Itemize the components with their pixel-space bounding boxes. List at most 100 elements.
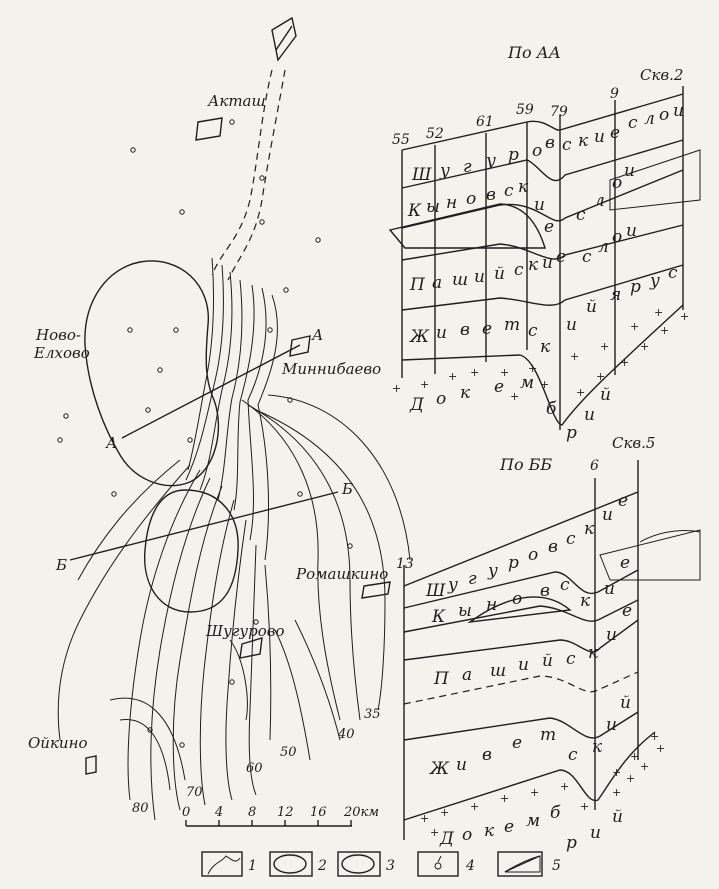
svg-text:и: и <box>624 161 635 181</box>
svg-text:а: а <box>432 273 442 293</box>
svg-text:р: р <box>508 145 519 165</box>
svg-text:Ж: Ж <box>409 327 430 347</box>
svg-text:б: б <box>546 399 557 419</box>
svg-text:и: и <box>456 755 467 775</box>
well-dots <box>57 119 353 748</box>
svg-text:к: к <box>584 519 595 539</box>
svg-text:+: + <box>630 320 639 333</box>
scale-tick: 0 <box>182 805 190 820</box>
svg-text:и: и <box>606 625 617 645</box>
town-novo: Ново- <box>35 326 81 344</box>
svg-text:с: с <box>562 135 572 155</box>
cross-section-bb: По ББ Скв.5 13 6 Ш у г у р о в с к и е <box>396 434 701 853</box>
svg-text:й: й <box>620 693 631 713</box>
section-aa-title: По АА <box>507 43 561 62</box>
svg-text:Д: Д <box>409 395 425 415</box>
section-bb-well: 13 <box>396 556 414 572</box>
svg-text:ы: ы <box>426 197 440 217</box>
svg-text:+: + <box>600 340 609 353</box>
contour-label-40: 40 <box>337 727 355 742</box>
svg-text:+: + <box>448 370 457 383</box>
northern-channel <box>211 16 297 281</box>
svg-text:5: 5 <box>552 858 561 874</box>
svg-text:о: о <box>612 227 622 247</box>
svg-text:л: л <box>644 109 655 129</box>
svg-text:с: с <box>582 247 592 267</box>
svg-text:к: к <box>592 737 603 757</box>
svg-text:2: 2 <box>317 858 327 874</box>
svg-text:+: + <box>528 362 537 375</box>
svg-text:и: и <box>542 253 553 273</box>
svg-text:в: в <box>545 133 555 153</box>
svg-text:П: П <box>409 275 426 295</box>
contour-label-80: 80 <box>132 801 149 816</box>
svg-text:с: с <box>566 649 576 669</box>
section-mark-a-west: А <box>105 434 117 452</box>
svg-text:в: в <box>460 320 470 340</box>
svg-text:е: е <box>544 217 554 237</box>
svg-text:к: к <box>578 131 589 151</box>
svg-text:+: + <box>680 310 689 323</box>
aa-layer-pashiy: П а ш и й с к и е с л о и <box>409 221 637 295</box>
svg-text:г: г <box>463 157 472 177</box>
svg-text:+: + <box>540 378 549 391</box>
svg-text:+: + <box>500 792 509 805</box>
svg-text:к: к <box>540 337 551 357</box>
svg-text:+: + <box>576 386 585 399</box>
svg-text:л: л <box>598 237 609 257</box>
bb-layer-kynov: К ы н о в с к и е <box>431 553 630 627</box>
svg-text:3: 3 <box>386 858 395 874</box>
svg-text:й: й <box>494 264 505 284</box>
bb-basement-crosses: +++ +++ +++ +++ +++ <box>420 730 665 839</box>
contour-label-35: 35 <box>364 707 381 722</box>
svg-text:м: м <box>526 811 540 831</box>
svg-text:и: и <box>590 823 601 843</box>
svg-text:+: + <box>660 324 669 337</box>
svg-text:+: + <box>440 806 449 819</box>
svg-text:о: о <box>528 545 538 565</box>
scale-tick: 8 <box>248 805 256 820</box>
section-mark-a-east: А <box>311 326 323 344</box>
section-aa-well: 79 <box>550 104 568 120</box>
cross-section-aa: По АА Скв.2 55 52 61 59 79 9 Ш у г у <box>388 43 701 443</box>
svg-text:м: м <box>520 373 534 393</box>
svg-text:+: + <box>612 766 621 779</box>
svg-text:ш: ш <box>490 661 506 681</box>
svg-text:+: + <box>530 786 539 799</box>
svg-text:е: е <box>622 601 632 621</box>
svg-text:в: в <box>548 537 558 557</box>
svg-text:4: 4 <box>465 858 475 874</box>
legend-item-1: 1 <box>201 851 257 877</box>
svg-text:и: и <box>518 655 529 675</box>
svg-text:и: и <box>594 127 605 147</box>
svg-text:+: + <box>500 366 509 379</box>
svg-text:в: в <box>482 745 492 765</box>
svg-text:о: о <box>612 173 622 193</box>
svg-text:у: у <box>485 151 496 171</box>
svg-text:с: с <box>504 181 514 201</box>
svg-text:о: о <box>659 105 669 125</box>
town-shugurovo: Шугурово <box>205 622 285 640</box>
svg-text:с: с <box>576 205 586 225</box>
svg-text:к: к <box>460 383 471 403</box>
scale-bar: 0 4 8 12 16 20км <box>182 805 379 827</box>
legend-item-5: 5 <box>497 851 561 877</box>
svg-text:Ж: Ж <box>429 759 450 779</box>
svg-text:й: й <box>542 651 553 671</box>
town-aktash: Акташ <box>207 92 266 110</box>
svg-text:в: в <box>486 185 496 205</box>
section-mark-b-west: Б <box>55 556 67 574</box>
svg-text:+: + <box>430 826 439 839</box>
aa-layer-zhivet: Ж и в е т с к и й я р у с <box>409 263 678 357</box>
svg-text:л: л <box>594 191 605 211</box>
svg-text:б: б <box>550 803 561 823</box>
bb-layer-pashiy: П а ш и й с к и е <box>433 601 632 689</box>
town-elkhovo: Елхово <box>33 344 90 362</box>
section-bb-title: По ББ <box>499 455 552 474</box>
novo-elkhovo-dome <box>84 260 220 487</box>
svg-text:П: П <box>433 669 450 689</box>
svg-text:с: с <box>668 263 678 283</box>
svg-text:е: е <box>504 817 514 837</box>
svg-text:и: и <box>673 101 684 121</box>
